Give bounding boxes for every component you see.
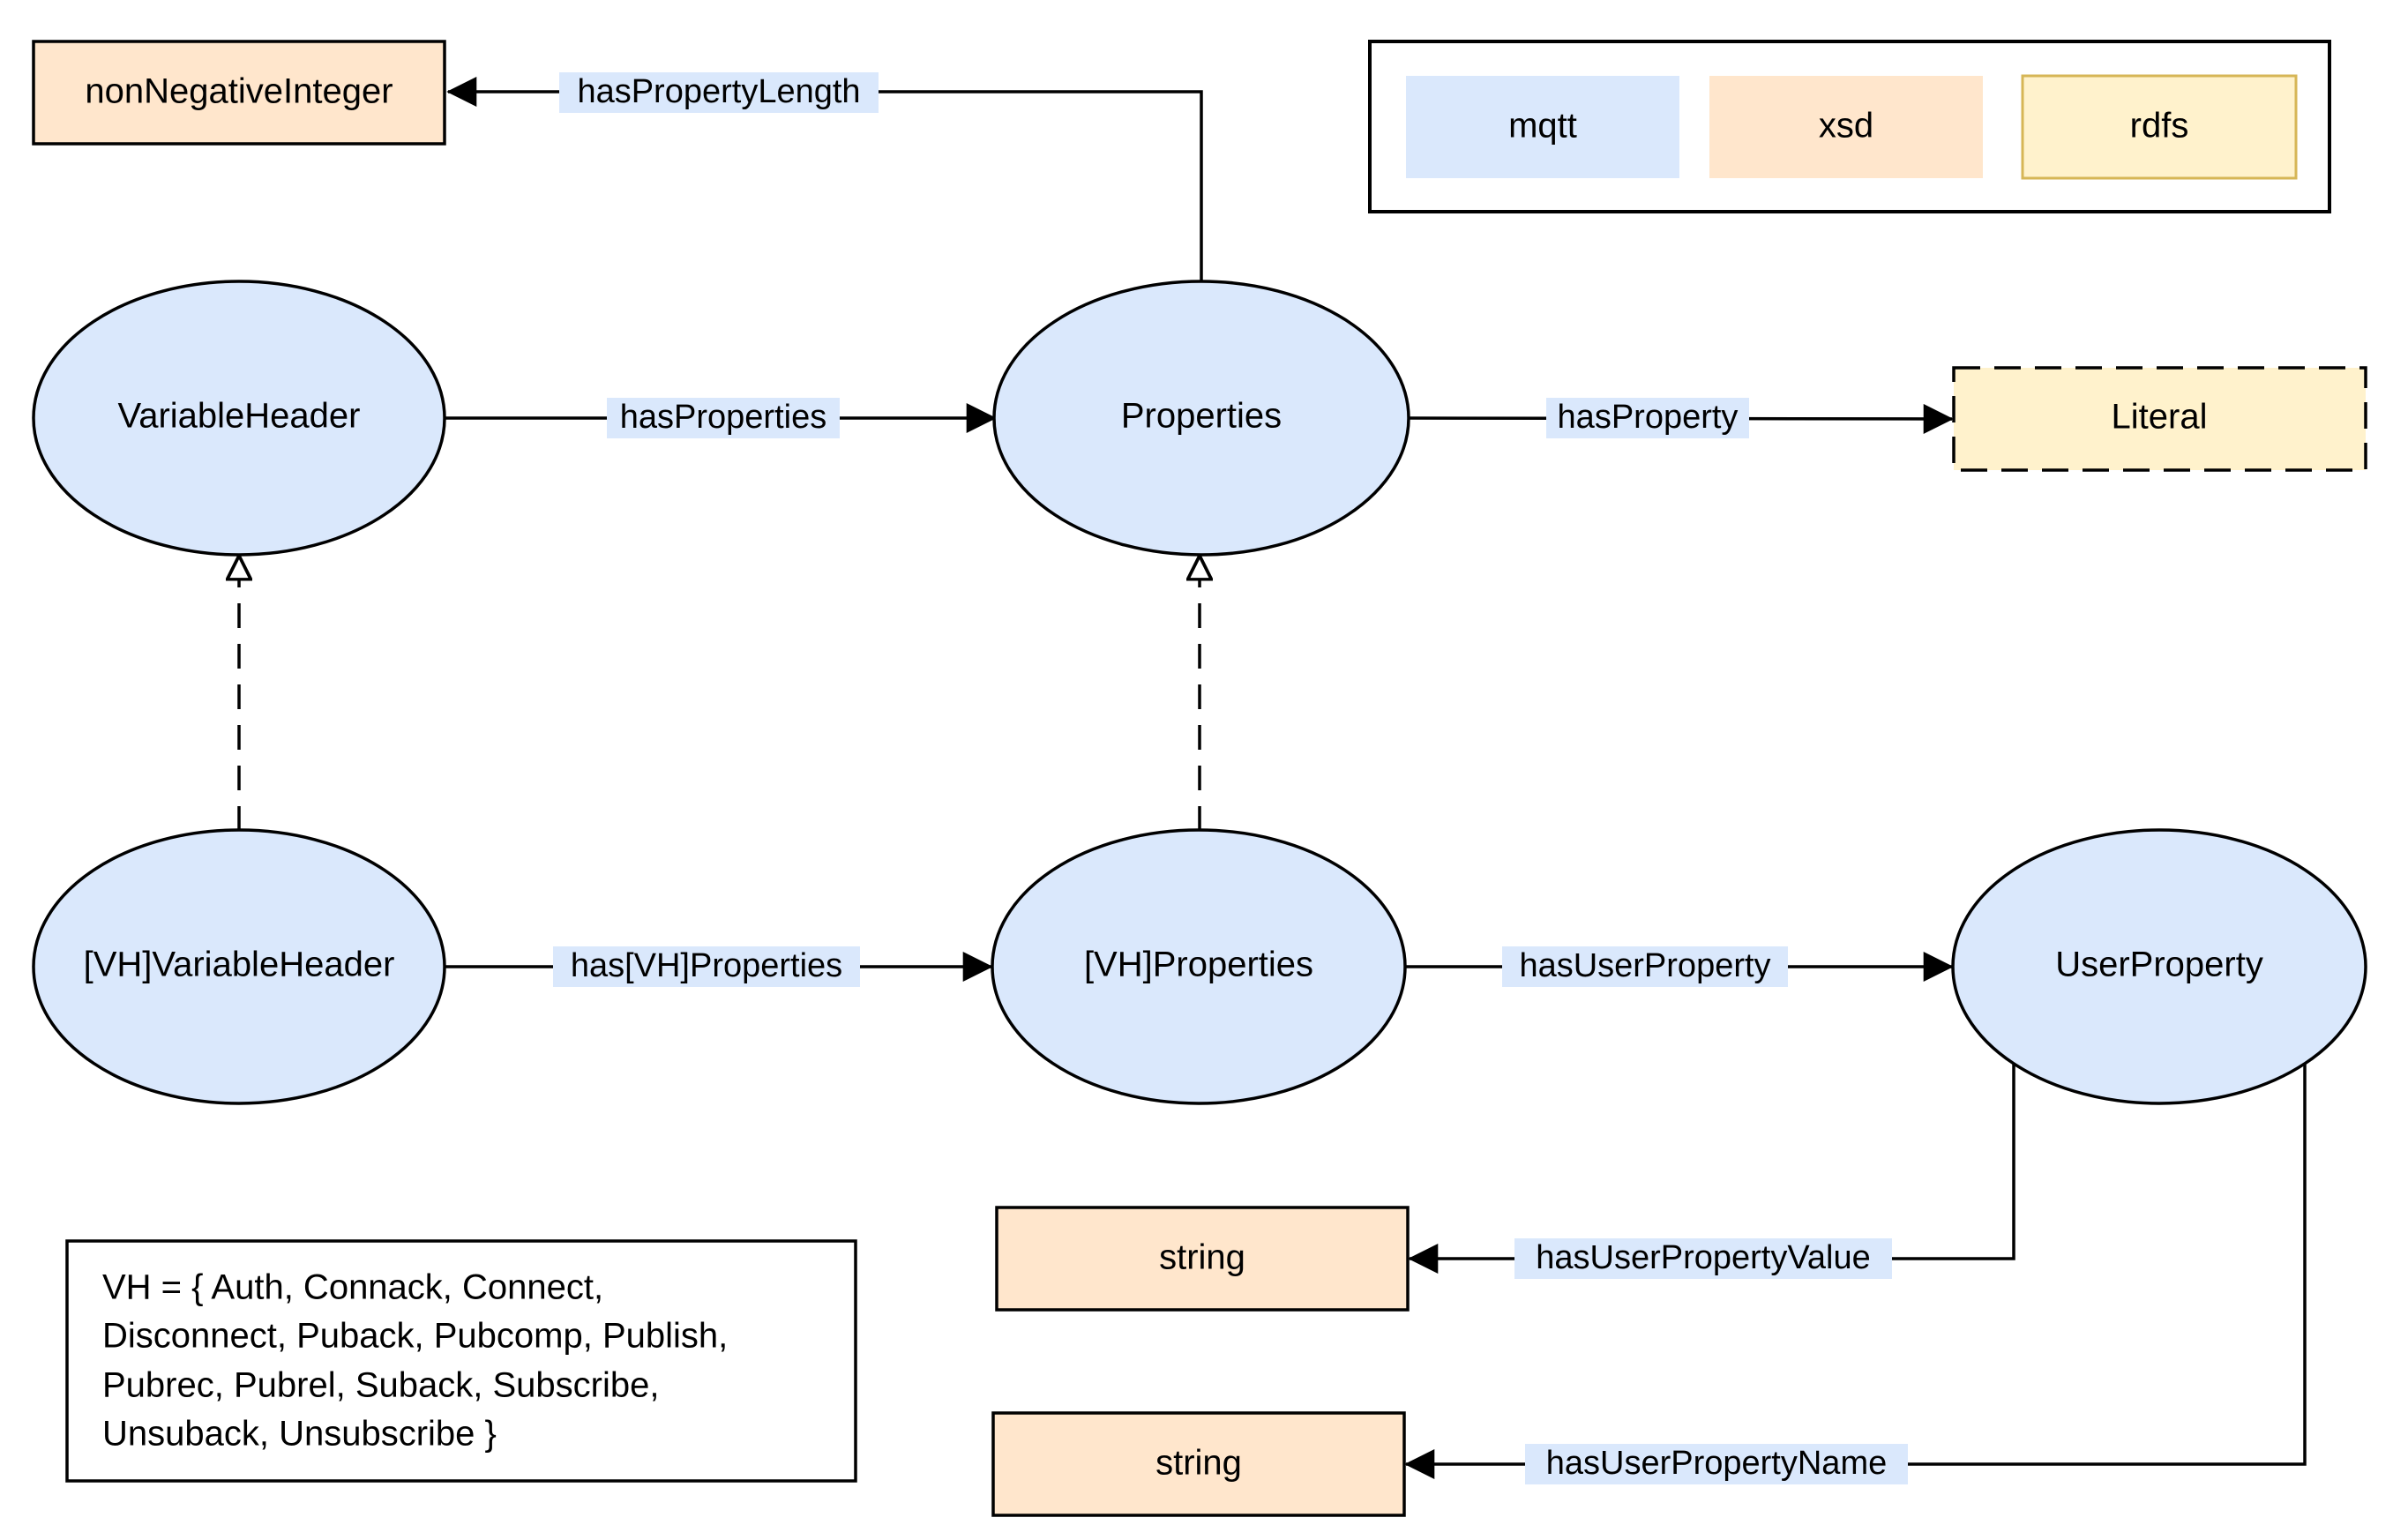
edge-label-has-user-property-name: hasUserPropertyName [1546,1445,1887,1482]
edge-label-has-vh-properties: has[VH]Properties [571,947,842,984]
edge-label-bg [1525,1444,1908,1484]
node-label: Properties [1121,397,1282,436]
legend-label-rdfs: rdfs [2130,107,2189,146]
edge-label-bg [1546,398,1749,438]
node-label: nonNegativeInteger [85,72,393,111]
node-label: UserProperty [2055,946,2263,984]
vh-note-line-4: Unsuback, Unsubscribe } [102,1415,497,1454]
vh-note-line-1: VH = { Auth, Connack, Connect, [102,1268,603,1307]
legend-swatch-xsd [1709,76,1983,178]
node-string-value: string [995,1206,1410,1312]
edge-label-bg [553,946,860,987]
node-vh-variable-header: [VH]VariableHeader [32,828,446,1105]
node-string-name: string [991,1411,1406,1517]
edge-label-has-property: hasProperty [1558,399,1739,436]
edge-label-has-user-property: hasUserProperty [1519,947,1770,984]
legend-swatch-rdfs [2021,74,2298,180]
legend: mqtt xsd rdfs [1368,40,2331,213]
edge-label-bg [559,72,879,113]
vh-note-frame [65,1239,857,1483]
legend-swatch-mqtt [1406,76,1679,178]
edge-has-property-length [446,77,1203,280]
edge-label-bg [1502,946,1788,987]
edge-has-user-property-value [1408,1062,2015,1274]
node-vh-properties: [VH]Properties [991,828,1407,1105]
node-label: [VH]VariableHeader [84,946,395,984]
node-non-negative-integer: nonNegativeInteger [32,40,446,146]
node-label: VariableHeader [118,397,361,436]
node-label: [VH]Properties [1084,946,1313,984]
vh-note-line-3: Pubrec, Pubrel, Suback, Subscribe, [102,1366,659,1405]
edge-label-bg [1514,1238,1892,1279]
node-user-property: UserProperty [1951,828,2367,1105]
edge-label-bg [607,398,840,438]
node-label: string [1159,1238,1245,1277]
edge-labels: hasPropertyLength hasProperties hasPrope… [553,72,1908,1484]
vh-note-line-2: Disconnect, Puback, Pubcomp, Publish, [102,1317,728,1356]
legend-label-xsd: xsd [1819,107,1873,146]
node-label: Literal [2112,398,2208,437]
nodes: nonNegativeInteger VariableHeader Proper… [32,40,2367,1517]
node-literal: Literal [1952,366,2367,472]
node-properties: Properties [992,280,1410,557]
node-label: string [1155,1444,1242,1483]
edge-label-has-properties: hasProperties [620,399,826,436]
vh-note: VH = { Auth, Connack, Connect, Disconnec… [65,1239,857,1483]
edge-label-has-user-property-value: hasUserPropertyValue [1536,1239,1870,1276]
legend-label-mqtt: mqtt [1508,107,1577,146]
node-variable-header: VariableHeader [32,280,446,557]
edge-label-has-property-length: hasPropertyLength [577,73,860,110]
